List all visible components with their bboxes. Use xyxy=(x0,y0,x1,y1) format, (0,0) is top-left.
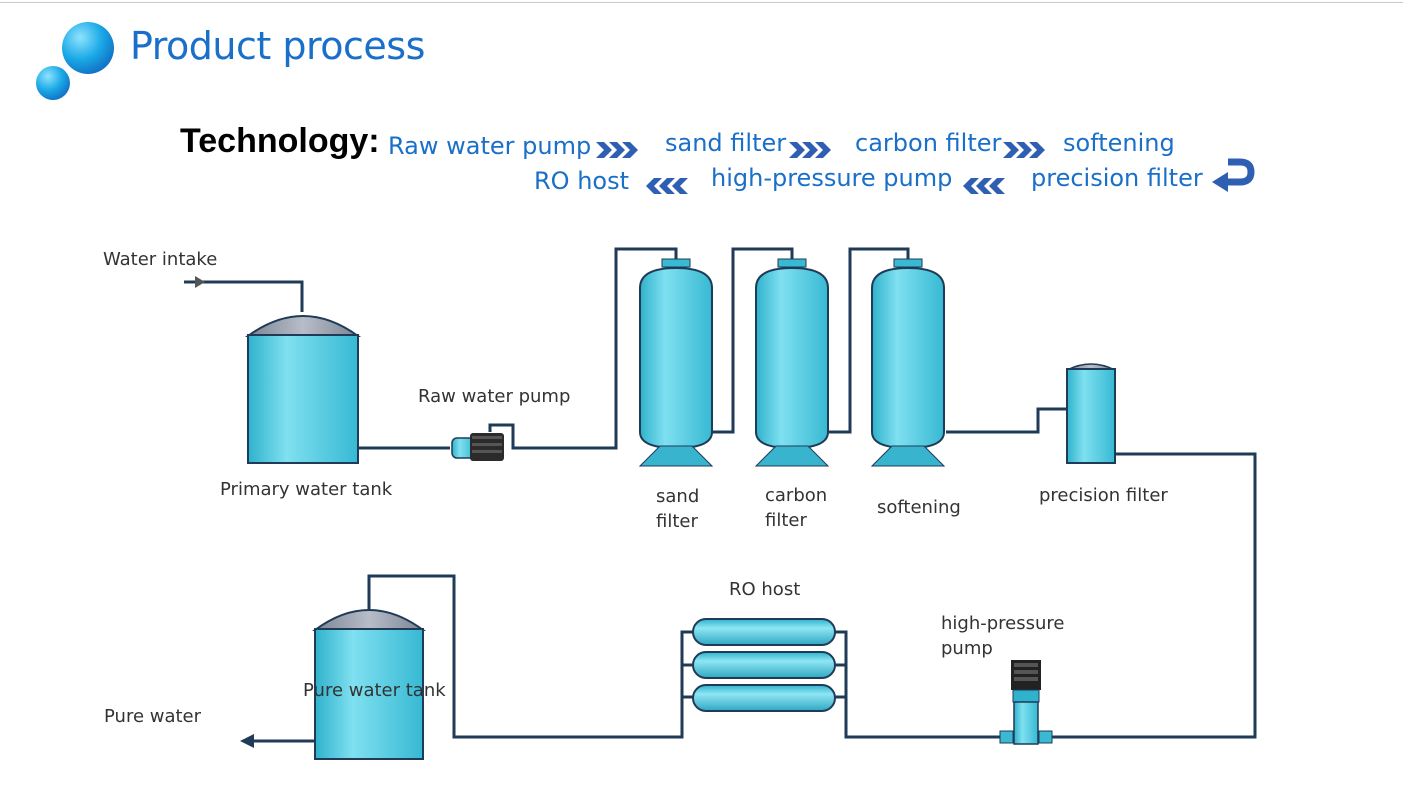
pure-water-outlet-arrow xyxy=(240,734,315,748)
label-high-pressure-pump-1: high-pressure xyxy=(941,613,1065,634)
flow-step-sand-filter: sand filter xyxy=(665,129,787,157)
flow-step-ro-host: RO host xyxy=(534,167,630,195)
label-primary-water-tank: Primary water tank xyxy=(220,479,393,500)
primary-water-tank xyxy=(244,315,362,464)
high-pressure-pump-icon xyxy=(999,660,1053,745)
carbon-filter-vessel xyxy=(754,258,830,467)
flow-step-precision-filter: precision filter xyxy=(1031,164,1203,192)
flow-step-raw-water-pump: Raw water pump xyxy=(388,132,592,160)
flow-step-softening: softening xyxy=(1063,129,1175,157)
label-pure-water: Pure water xyxy=(104,706,202,727)
label-ro-host: RO host xyxy=(729,579,801,600)
label-carbon-filter-1: carbon xyxy=(765,485,828,506)
pure-water-tank xyxy=(311,609,427,760)
chevrons-right-icon xyxy=(596,142,1045,158)
page-title: Product process xyxy=(130,24,425,68)
label-precision-filter: precision filter xyxy=(1039,485,1168,506)
label-raw-water-pump: Raw water pump xyxy=(418,386,571,407)
ro-host-membranes xyxy=(692,618,836,712)
label-high-pressure-pump-2: pump xyxy=(941,638,993,659)
label-carbon-filter-2: filter xyxy=(765,510,807,531)
label-softening: softening xyxy=(877,497,961,518)
bubbles-logo-icon xyxy=(36,22,114,100)
chevrons-left-icon xyxy=(646,178,1005,194)
precision-filter-vessel xyxy=(1066,363,1116,464)
flow-step-high-pressure-pump: high-pressure pump xyxy=(711,164,953,192)
sand-filter-vessel xyxy=(638,258,714,467)
water-intake-arrow-icon xyxy=(195,276,205,288)
top-divider xyxy=(0,2,1403,3)
technology-label: Technology: xyxy=(180,122,380,160)
pipes xyxy=(184,247,1257,739)
label-pure-water-tank: Pure water tank xyxy=(303,680,446,701)
label-water-intake: Water intake xyxy=(103,249,218,270)
label-sand-filter-2: filter xyxy=(656,511,698,532)
softening-vessel xyxy=(870,258,946,467)
flow-arrows xyxy=(596,142,1255,194)
flow-step-carbon-filter: carbon filter xyxy=(855,129,1002,157)
label-sand-filter-1: sand xyxy=(656,486,700,507)
return-arrow-icon xyxy=(1212,158,1255,192)
raw-water-pump-icon xyxy=(451,433,504,461)
